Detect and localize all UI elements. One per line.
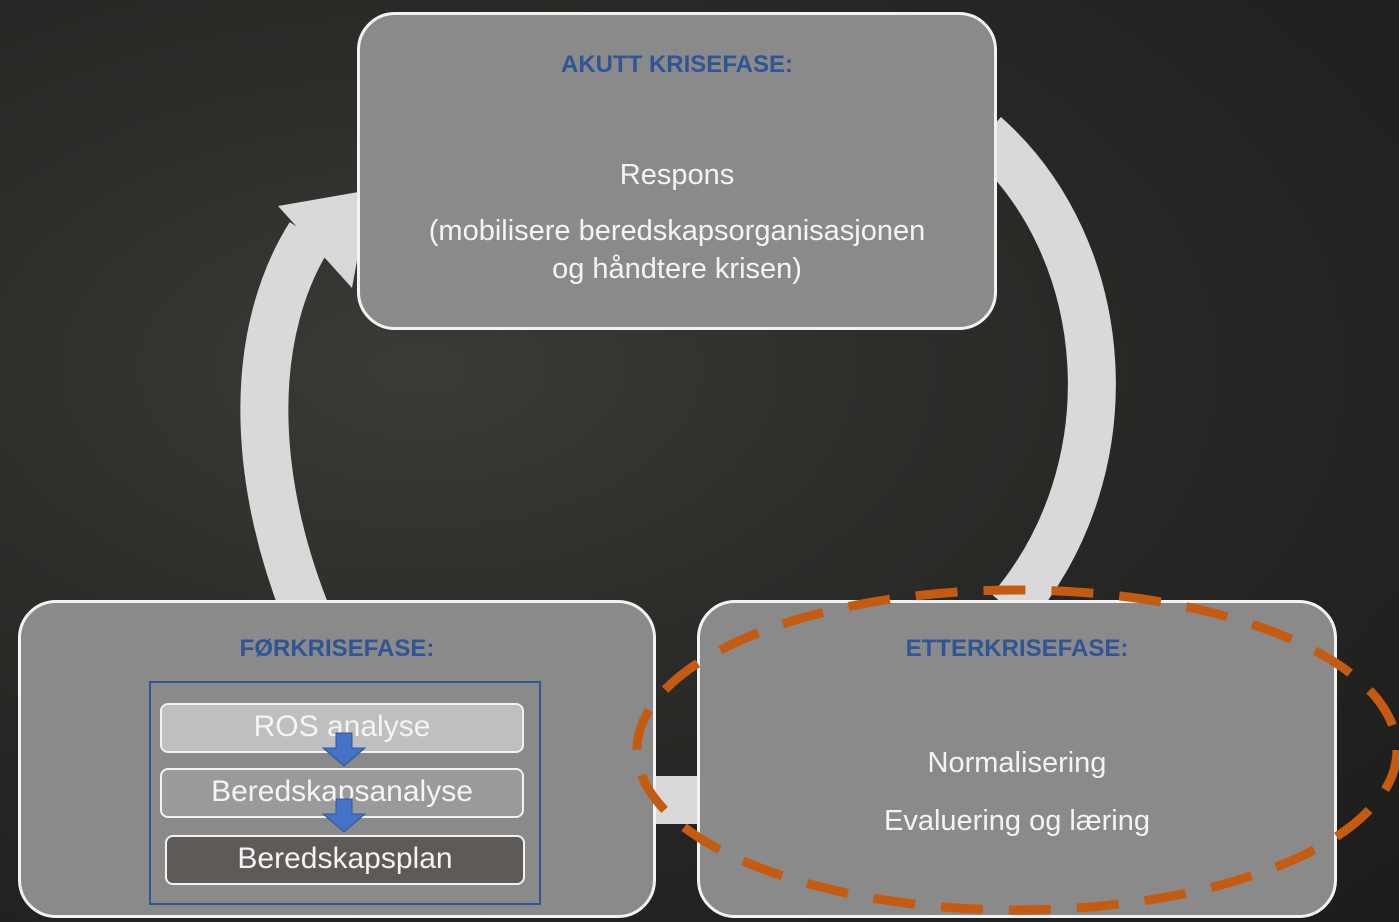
acute-crisis-line-2: (mobilisere beredskapsorganisasjonen bbox=[428, 215, 926, 247]
post-crisis-title: ETTERKRISEFASE: bbox=[905, 635, 1129, 662]
pre-crisis-title: FØRKRISEFASE: bbox=[239, 635, 435, 662]
post-crisis-line-2: Evaluering og læring bbox=[884, 805, 1150, 837]
post-crisis-highlight-ellipse bbox=[632, 585, 1399, 915]
acute-crisis-line-1: Respons bbox=[619, 159, 735, 191]
post-crisis-box: ETTERKRISEFASE: Normalisering Evaluering… bbox=[697, 600, 1337, 918]
step-arrows bbox=[321, 732, 367, 833]
acute-crisis-line-3: og håndtere krisen) bbox=[552, 253, 802, 285]
cycle-arc-left bbox=[240, 222, 331, 619]
step-preparedness-plan: Beredskapsplan bbox=[165, 835, 525, 885]
acute-crisis-box: AKUTT KRISEFASE: Respons (mobilisere ber… bbox=[357, 12, 997, 330]
cycle-arrow-head bbox=[278, 190, 370, 288]
pre-crisis-box: FØRKRISEFASE: ROS analyse Beredskapsanal… bbox=[18, 600, 656, 918]
step-arrow-down-icon bbox=[321, 732, 367, 767]
cycle-arc-right bbox=[968, 117, 1116, 626]
pre-crisis-steps-frame bbox=[149, 681, 541, 905]
step-ros-analysis: ROS analyse bbox=[160, 703, 524, 753]
acute-crisis-title: AKUTT KRISEFASE: bbox=[560, 51, 793, 78]
post-crisis-line-1: Normalisering bbox=[927, 747, 1107, 779]
step-arrow-down-icon bbox=[321, 798, 367, 833]
